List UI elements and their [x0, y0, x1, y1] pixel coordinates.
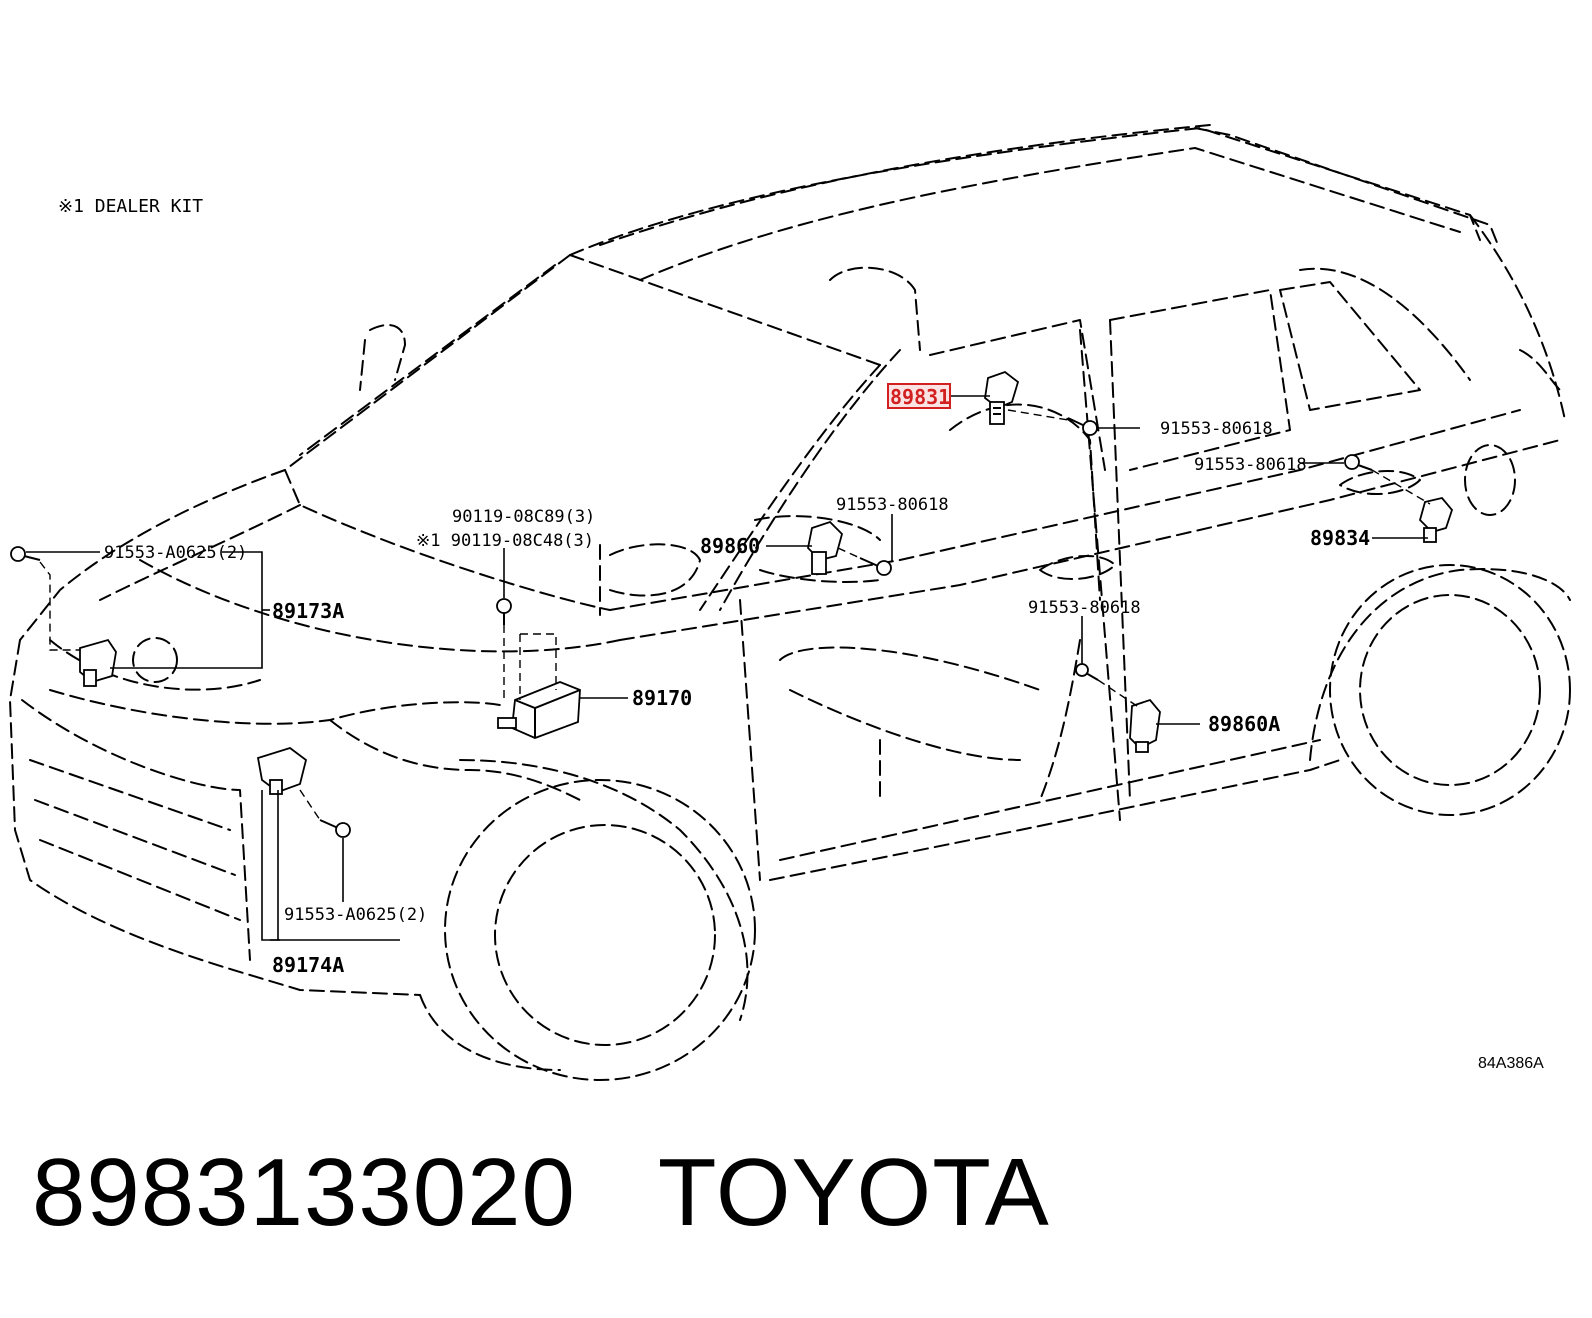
- sensor-89860-icon: [807, 520, 844, 575]
- sensor-89831-icon: [984, 370, 1020, 425]
- screw-label-1[interactable]: 90119-08C89(3): [452, 507, 595, 527]
- caption-part-number: 8983133020: [32, 1139, 576, 1246]
- bolt-label-89834[interactable]: 91553-80618: [1194, 455, 1307, 475]
- part-label-89170[interactable]: 89170: [632, 686, 692, 710]
- sensor-89174a-icon: [256, 747, 308, 795]
- bolt-icon: [859, 557, 892, 576]
- figure-code: 84A386A: [1478, 1055, 1544, 1072]
- bolt-label-89174a[interactable]: 91553-A0625(2): [284, 905, 427, 925]
- bolt-icon: [1067, 417, 1098, 436]
- part-label-89174a[interactable]: 89174A: [272, 953, 344, 977]
- bolt-label-89173a[interactable]: 91553-A0625(2): [104, 543, 247, 563]
- car-outline: [9, 124, 1571, 1081]
- airbag-module-89170-icon: [497, 681, 581, 739]
- labels: ※1 DEALER KIT 89831 91553-80618 91553-80…: [58, 196, 1544, 1072]
- screw-icon: [496, 598, 512, 625]
- part-label-89834[interactable]: 89834: [1310, 526, 1370, 550]
- screw-label-2[interactable]: ※1 90119-08C48(3): [416, 531, 594, 551]
- bolt-label-89831[interactable]: 91553-80618: [1160, 419, 1273, 439]
- bolt-icon: [1344, 454, 1373, 471]
- caption: 8983133020 TOYOTA: [32, 1138, 1050, 1248]
- parts: [10, 370, 1454, 838]
- part-label-89860[interactable]: 89860: [700, 534, 760, 558]
- bolt-label-89860a[interactable]: 91553-80618: [1028, 598, 1141, 618]
- part-label-89173a[interactable]: 89173A: [272, 599, 344, 623]
- bolt-icon: [1075, 663, 1099, 681]
- bolt-icon: [319, 819, 351, 838]
- sensor-89860a-icon: [1129, 698, 1161, 753]
- caption-brand: TOYOTA: [657, 1139, 1050, 1246]
- bolt-label-89860[interactable]: 91553-80618: [836, 495, 949, 515]
- part-label-89860a[interactable]: 89860A: [1208, 712, 1280, 736]
- dealer-kit-note: ※1 DEALER KIT: [58, 196, 203, 217]
- sensor-89834-icon: [1418, 496, 1454, 543]
- sensor-89173a-icon: [79, 638, 117, 687]
- highlight-box: [887, 383, 951, 409]
- leader-lines: [26, 395, 1431, 941]
- part-label-89831[interactable]: 89831: [890, 385, 950, 409]
- bolt-icon: [10, 546, 41, 562]
